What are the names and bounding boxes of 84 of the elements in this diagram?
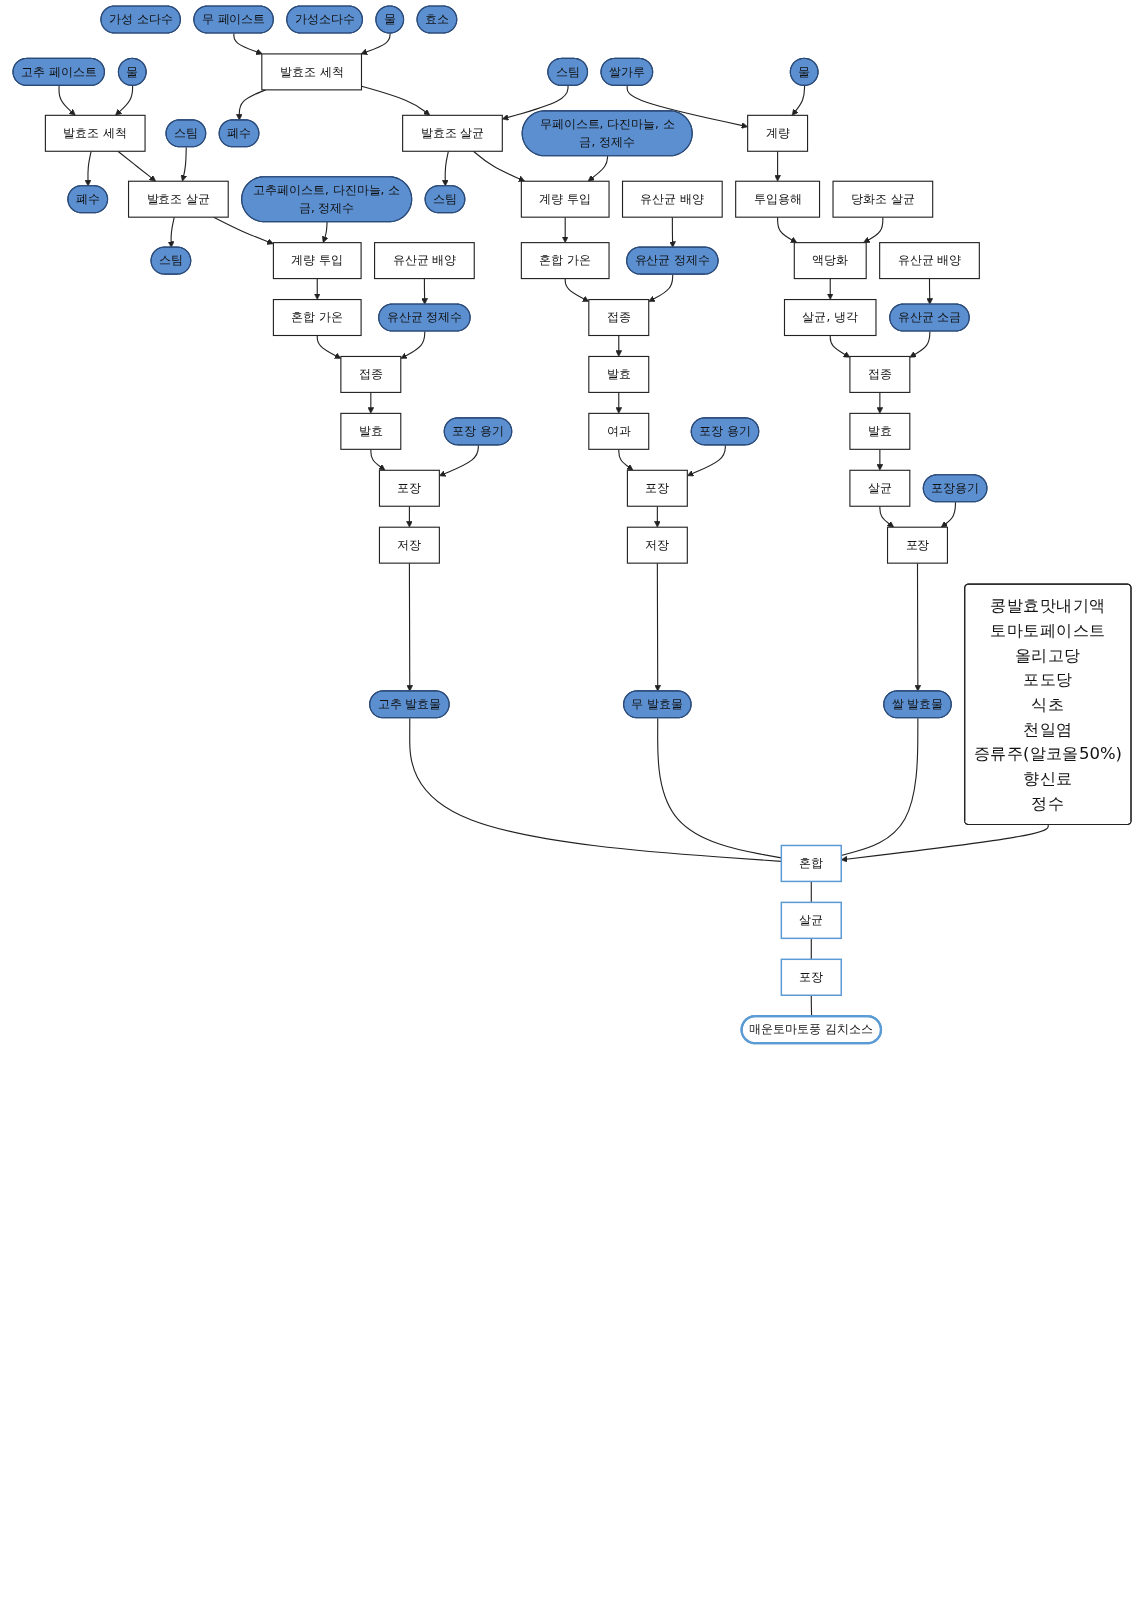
arrow: [313, 278, 321, 300]
arrow: [687, 444, 726, 477]
arrow: [863, 216, 884, 243]
node-box: [520, 242, 610, 280]
arrow: [587, 155, 609, 182]
arrow: [564, 278, 590, 302]
arrow: [618, 448, 634, 471]
arrow: [115, 85, 134, 116]
arrow: [167, 216, 175, 248]
node-box: [272, 242, 362, 280]
arrow: [926, 278, 933, 305]
arrow: [876, 391, 884, 414]
node-box: [272, 299, 362, 337]
node-box: [849, 355, 911, 393]
arrow: [774, 150, 781, 182]
arrow: [502, 85, 569, 121]
node-box: [780, 844, 842, 883]
arrow: [909, 330, 931, 358]
connector: [409, 717, 782, 862]
arrow: [84, 150, 92, 187]
arrow: [117, 150, 156, 182]
arrow: [213, 216, 274, 245]
arrow: [829, 334, 851, 358]
arrow: [316, 334, 342, 359]
arrow: [421, 278, 428, 305]
arrow: [914, 562, 922, 692]
connector: [657, 717, 782, 859]
node-box: [849, 412, 911, 450]
node-box: [588, 412, 650, 450]
node-box: [621, 180, 723, 218]
node-box: [520, 180, 610, 218]
node-box: [735, 180, 821, 218]
arrow: [321, 221, 329, 243]
arrow: [441, 150, 449, 187]
node-box: [340, 355, 402, 393]
arrow: [439, 444, 479, 477]
arrow: [180, 146, 187, 182]
node-box: [793, 242, 867, 280]
arrow: [406, 505, 413, 528]
node-box: [402, 114, 503, 152]
node-box: [378, 469, 440, 507]
node-box: [588, 355, 650, 393]
arrow: [648, 273, 674, 302]
node-box: [626, 526, 688, 564]
arrow: [879, 505, 895, 528]
node-box: [887, 526, 948, 564]
arrow: [669, 216, 676, 248]
node-box: [261, 53, 363, 91]
arrow: [791, 85, 806, 116]
node-box: [44, 114, 146, 152]
node-box: [747, 114, 809, 152]
node-box: [378, 526, 440, 564]
connector: [810, 880, 812, 903]
node-box: [374, 242, 475, 280]
arrow: [940, 501, 957, 528]
node-box: [849, 469, 911, 507]
arrow: [615, 391, 623, 414]
arrow: [826, 278, 834, 300]
arrow: [233, 32, 263, 55]
flowchart: 가성 소다수 무 페이스트 가성소다수 물 효소 고추 페이스트 물 발효조 세척 스팀 쌀가루 물 발효조 세척 무페이스트, 다진마늘, 소금, 정제수 스팀 폐수 발효조 살균 계량 폐수 발효조 살균 고추페이스트, 다진마늘, 소금, 정제수 스팀 계량 투입 유산균 배양 투입용해 당화조 살균 스팀 계량 투입 유산균 배양 혼합 가온 유산균 정제수 액당화 유산균 배양 혼합 가온 유산균 정제수 접종 살균, 냉각 유산균 소금 접종 발효 접종 발효 포장 용기 여과 포장 용기 발효 포장 포장 살균 포장용기 저장 저장 포장 콩발효맛내기액 토마토페이스트 올리고당 포도당 식초 천일염 증류주(알코올50%) 향신료 정수 고추 발효물 무 발효물 쌀 발효물 혼합 살균 포장 매운토마토풍 김치소스: [7, 0, 1137, 1050]
arrow: [561, 216, 569, 243]
node-box: [783, 299, 877, 337]
arrow: [472, 150, 526, 182]
arrow: [654, 562, 661, 692]
arrow: [876, 448, 884, 471]
node-box: [588, 299, 650, 337]
node-box: [832, 180, 934, 218]
arrow: [400, 330, 426, 359]
node-box: [127, 180, 229, 218]
node-box: [780, 901, 842, 940]
connector: [810, 937, 812, 960]
node-box: [879, 242, 980, 280]
arrow: [370, 448, 386, 471]
arrow: [367, 391, 375, 414]
arrow: [406, 562, 414, 692]
arrow: [654, 505, 661, 528]
node-box: [626, 469, 688, 507]
arrow: [615, 334, 623, 357]
node-box: [780, 958, 842, 996]
node-box: [340, 412, 402, 450]
arrow: [777, 216, 798, 243]
arrow: [626, 85, 748, 129]
arrow: [58, 85, 76, 116]
arrow: [360, 32, 391, 55]
